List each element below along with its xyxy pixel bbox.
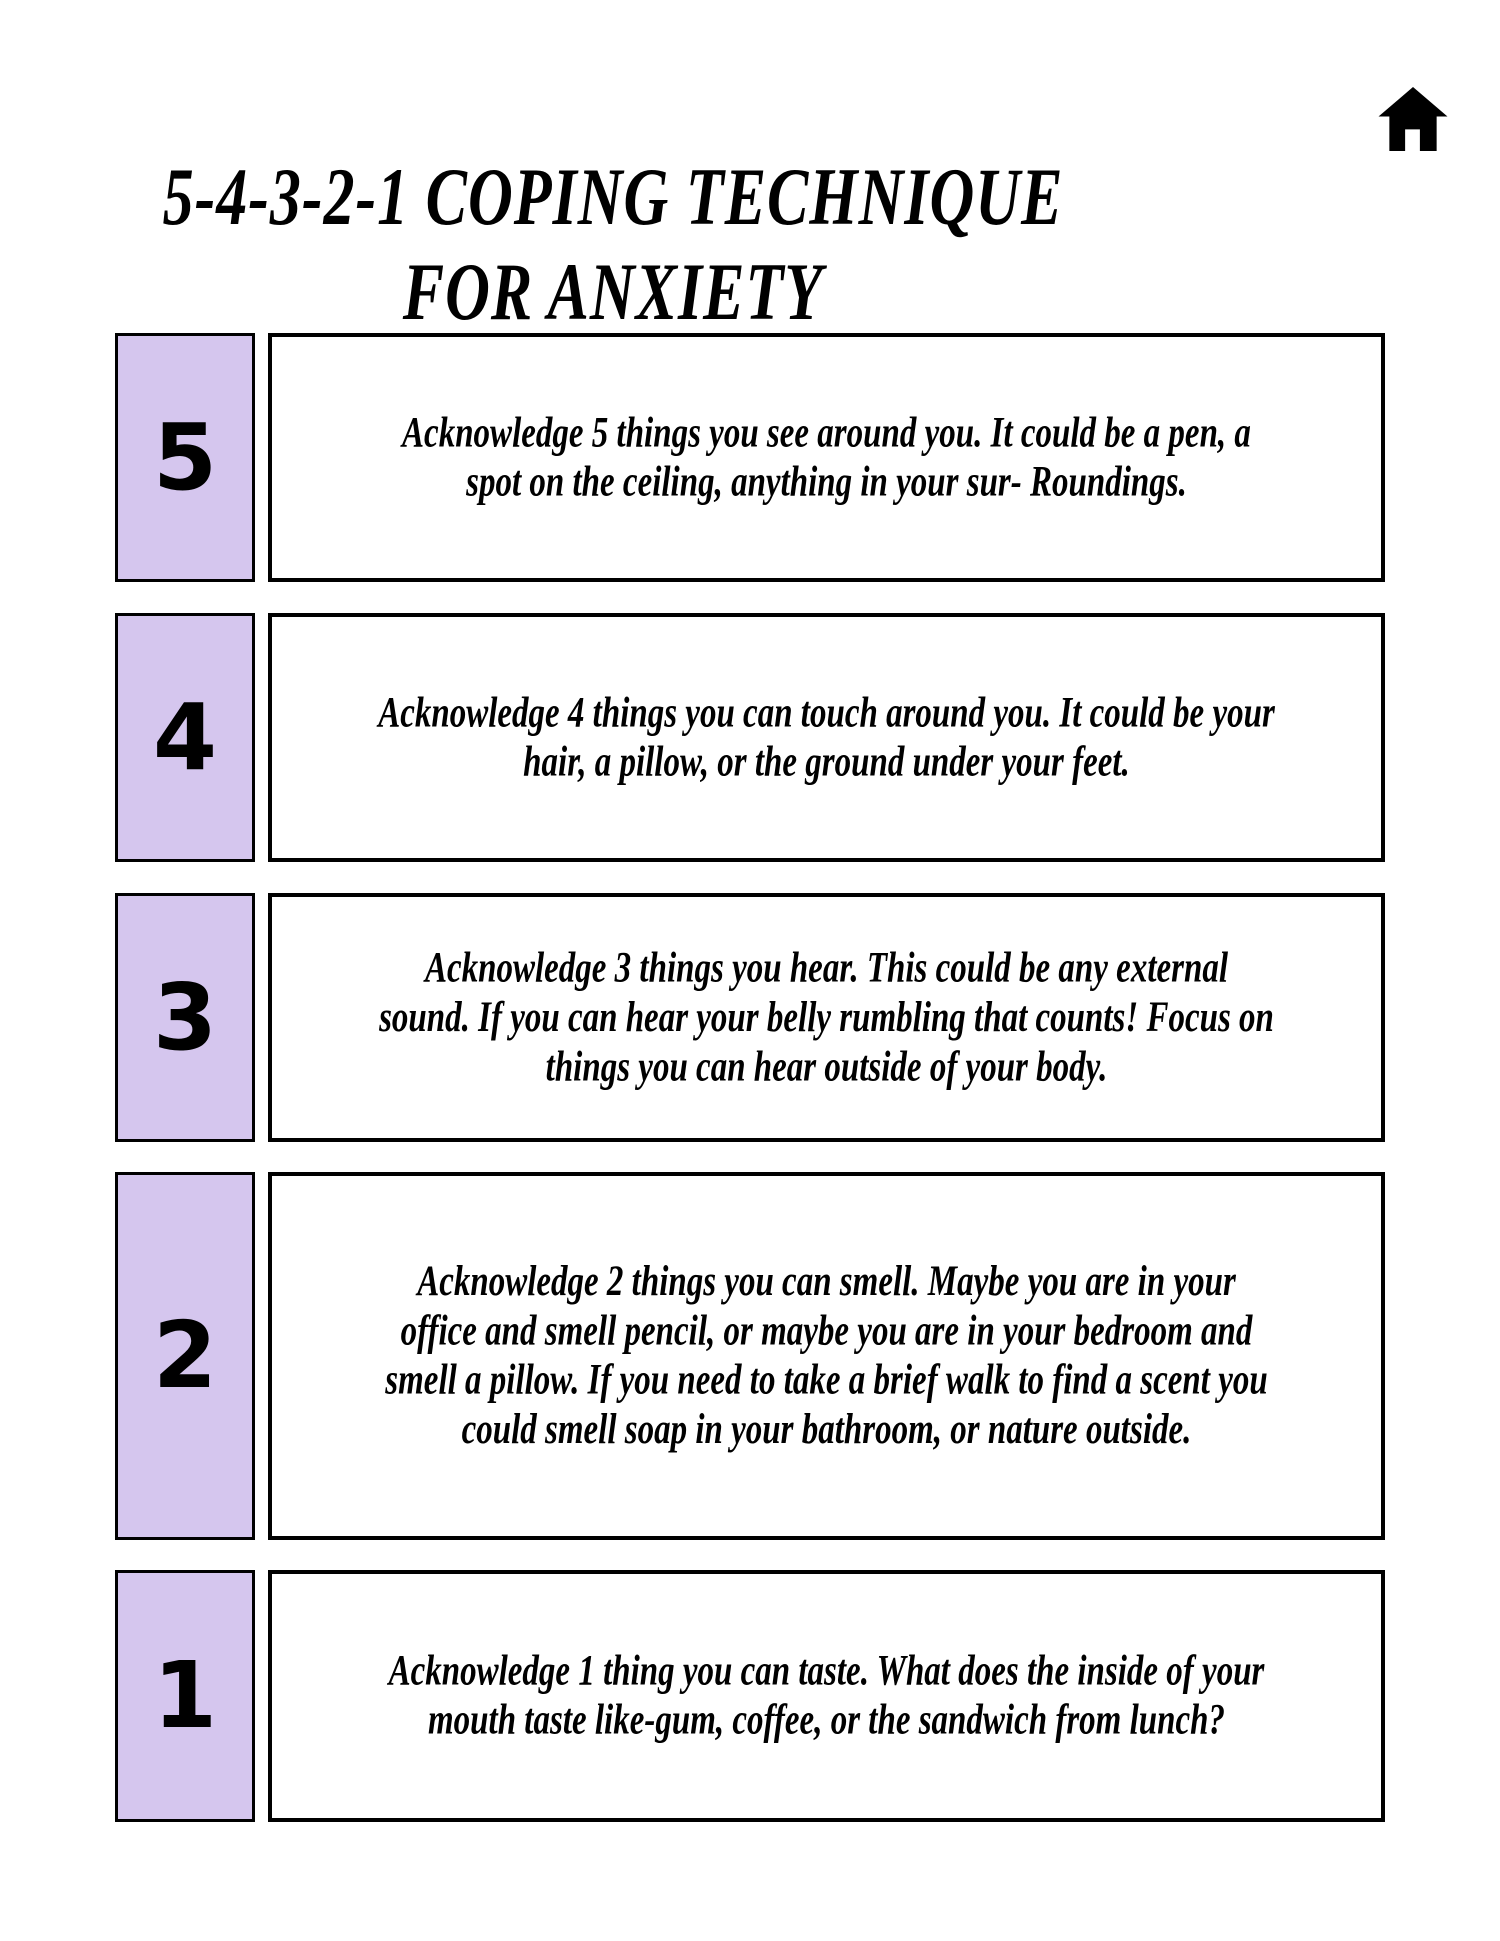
step-text: Acknowledge 1 thing you can taste. What … — [388, 1647, 1265, 1745]
page-title: 5-4-3-2-1 COPING TECHNIQUE FOR ANXIETY — [162, 152, 1064, 337]
step-number: 5 — [152, 403, 217, 511]
step-text: Acknowledge 2 things you can smell. Mayb… — [385, 1258, 1268, 1454]
step-row-5: 5 Acknowledge 5 things you see around yo… — [0, 333, 1500, 582]
step-row-2: 2 Acknowledge 2 things you can smell. Ma… — [0, 1172, 1500, 1540]
step-text-box-1: Acknowledge 1 thing you can taste. What … — [268, 1570, 1385, 1822]
step-number: 1 — [152, 1642, 217, 1749]
step-number-tile-5: 5 — [115, 333, 255, 582]
step-text-box-4: Acknowledge 4 things you can touch aroun… — [268, 613, 1385, 862]
step-number: 2 — [152, 1302, 217, 1409]
step-text: Acknowledge 3 things you hear. This coul… — [379, 944, 1274, 1091]
home-button[interactable] — [1377, 86, 1449, 152]
step-text: Acknowledge 5 things you see around you.… — [402, 409, 1251, 506]
step-number-tile-2: 2 — [115, 1172, 255, 1540]
step-number-tile-1: 1 — [115, 1570, 255, 1822]
step-number-tile-4: 4 — [115, 613, 255, 862]
step-number-tile-3: 3 — [115, 893, 255, 1142]
step-text: Acknowledge 4 things you can touch aroun… — [378, 689, 1275, 786]
step-text-box-2: Acknowledge 2 things you can smell. Mayb… — [268, 1172, 1385, 1540]
home-icon — [1377, 86, 1449, 152]
step-text-box-5: Acknowledge 5 things you see around you.… — [268, 333, 1385, 582]
step-number: 3 — [152, 963, 217, 1071]
step-row-3: 3 Acknowledge 3 things you hear. This co… — [0, 893, 1500, 1142]
step-text-box-3: Acknowledge 3 things you hear. This coul… — [268, 893, 1385, 1142]
step-row-1: 1 Acknowledge 1 thing you can taste. Wha… — [0, 1570, 1500, 1822]
step-row-4: 4 Acknowledge 4 things you can touch aro… — [0, 613, 1500, 862]
step-number: 4 — [152, 683, 217, 791]
